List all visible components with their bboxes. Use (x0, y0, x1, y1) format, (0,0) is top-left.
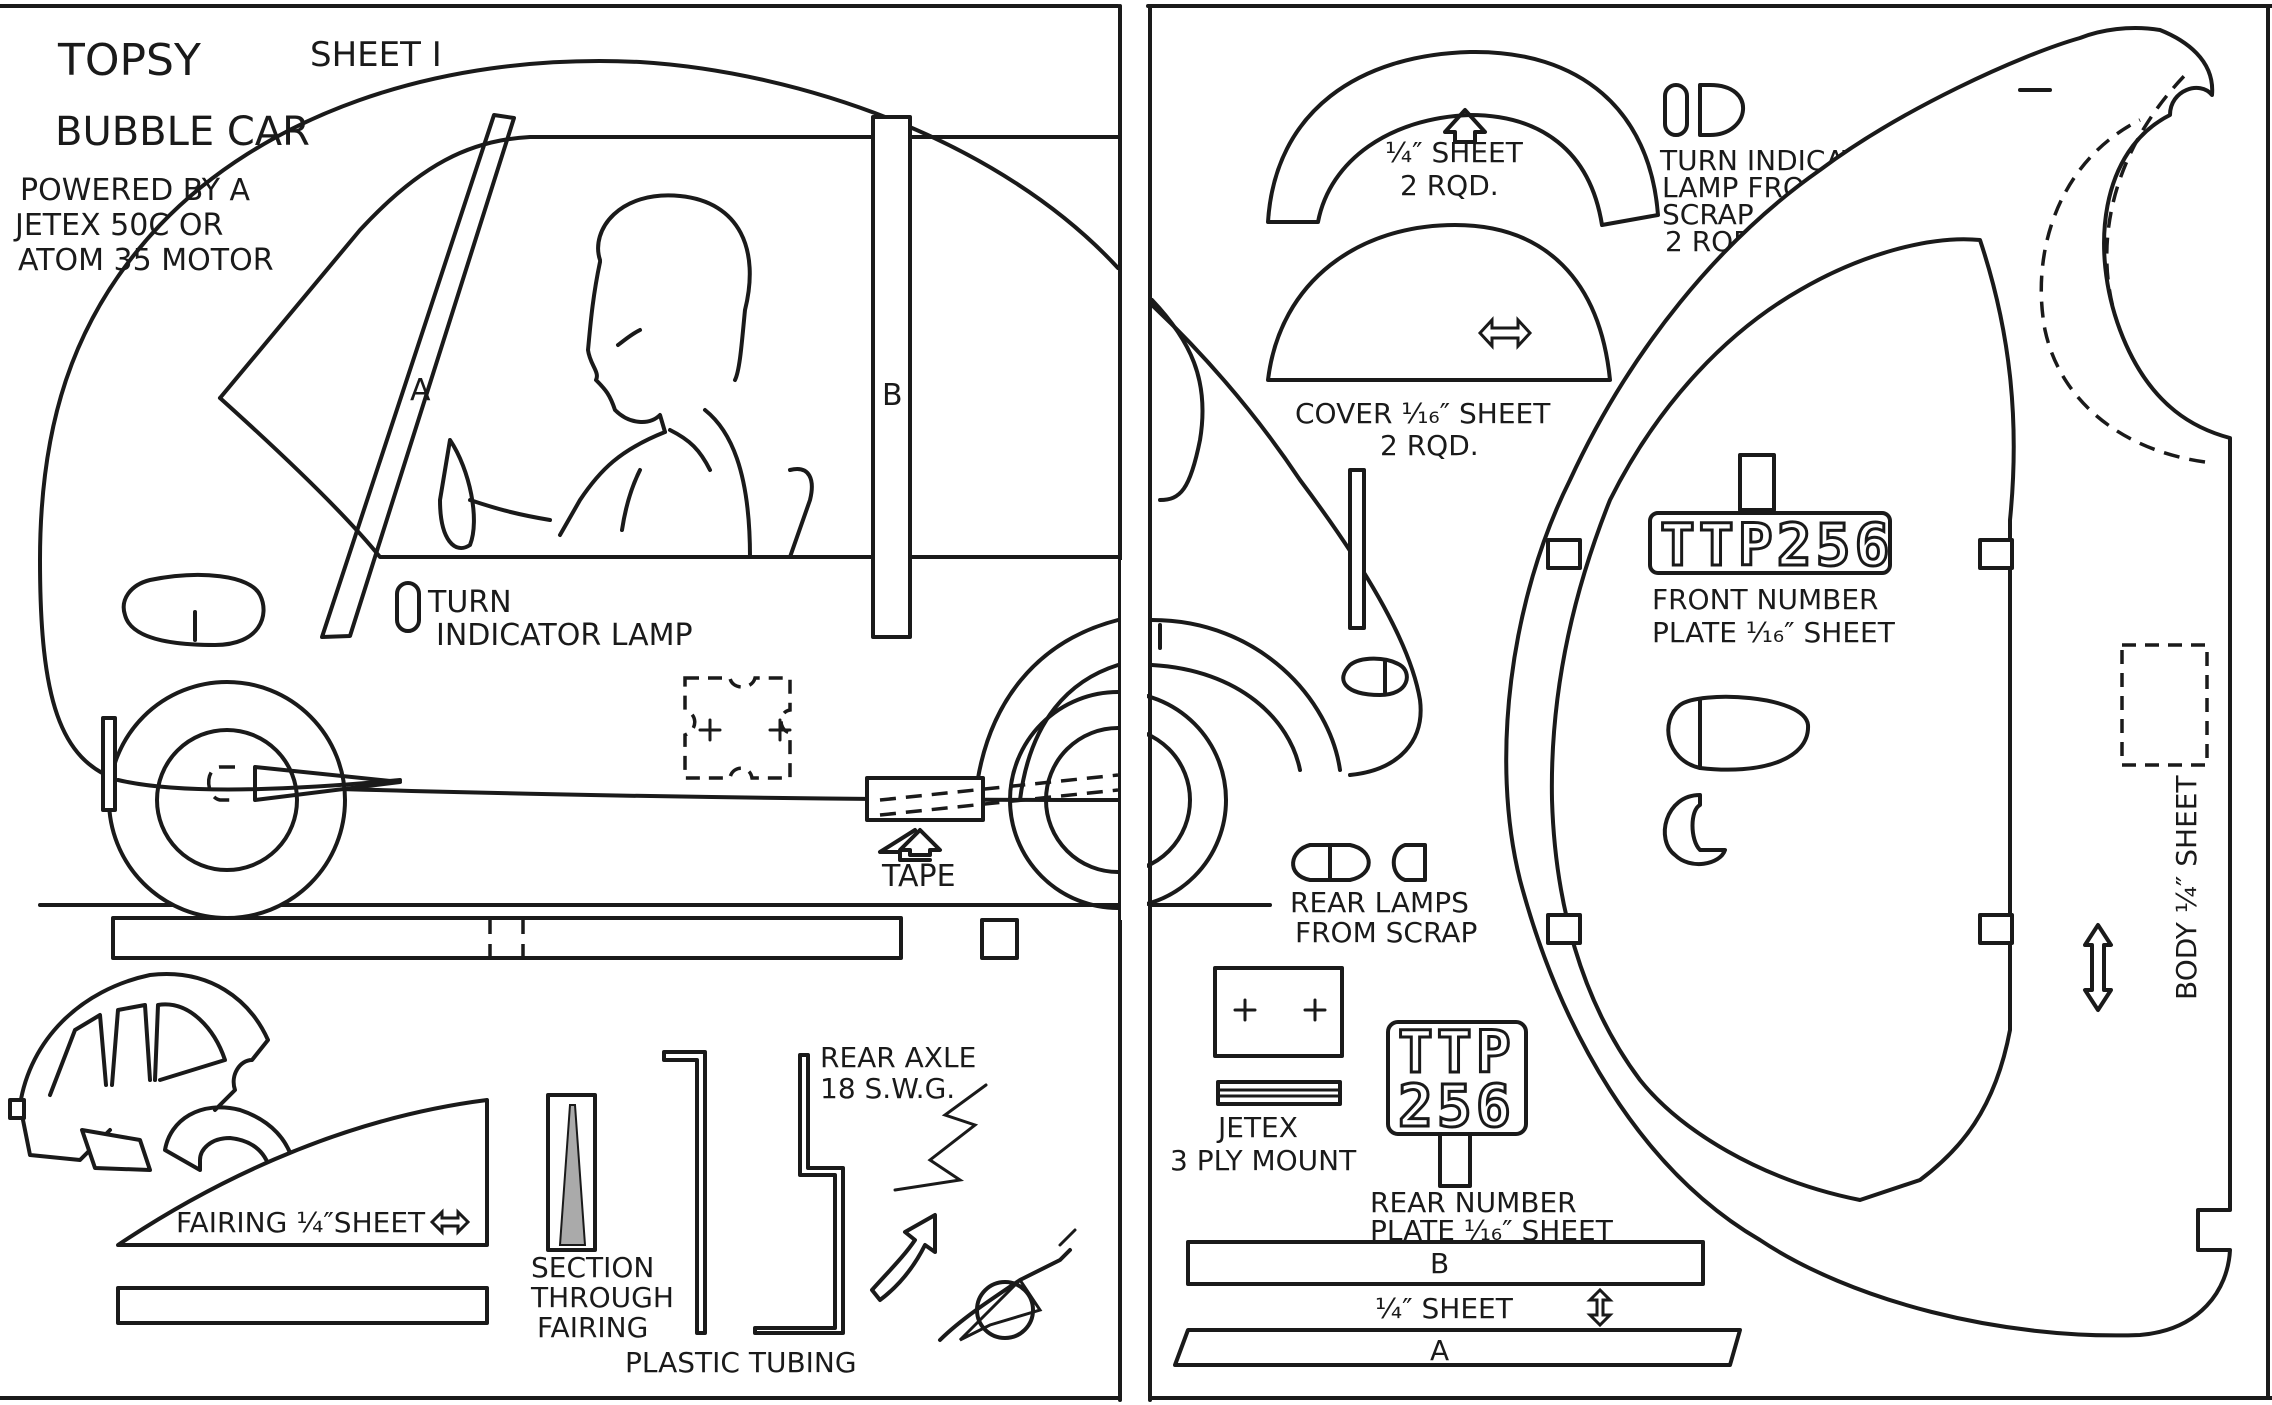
front-bumper (101, 716, 117, 812)
body-part: BODY ¼″ SHEET (1504, 26, 2232, 1338)
fairing-strip (116, 1286, 489, 1325)
section-label-2: THROUGH (530, 1281, 674, 1314)
powered-line-2: JETEX 50C OR (13, 208, 223, 243)
turn-indicator-lamp-small: TURN INDICATOR LAMP (395, 581, 693, 653)
front-wheel (107, 680, 402, 920)
rear-number-plate: TTP 256 REAR NUMBER PLATE ¹⁄₁₆″ SHEET (1370, 1017, 1614, 1248)
pillar-a: A (320, 113, 516, 639)
rear-plate-bottom: 256 (1398, 1072, 1515, 1140)
base-strip (111, 916, 1019, 960)
tape-tube: TAPE (865, 773, 1119, 894)
page-frame (0, 4, 2272, 1402)
section-label-1: SECTION (531, 1251, 654, 1284)
powered-line-3: ATOM 35 MOTOR (18, 243, 274, 278)
tubing-label: PLASTIC TUBING (625, 1346, 857, 1379)
wheel-arch-part: ¼″ SHEET 2 RQD. (1266, 49, 1660, 227)
plastic-tubing: PLASTIC TUBING (625, 1050, 857, 1379)
tape-label: TAPE (881, 859, 956, 894)
rear-lamps: REAR LAMPS FROM SCRAP (1290, 843, 1477, 949)
jetex-mount: JETEX 3 PLY MOUNT (1170, 966, 1357, 1177)
front-plate-text: TTP256 (1660, 511, 1894, 579)
antenna-strip (1348, 468, 1366, 630)
front-plate-label-1: FRONT NUMBER (1652, 583, 1879, 616)
motor-mount-part (683, 676, 792, 780)
side-lamp (121, 573, 266, 647)
assembled-car-sketch (8, 972, 297, 1172)
jetex-label-1: JETEX (1216, 1111, 1298, 1144)
axle-label-1: REAR AXLE (820, 1041, 976, 1074)
body-lamps (1662, 694, 1811, 867)
fairing-label: FAIRING ¼″SHEET (176, 1206, 426, 1239)
lamp-label-1: TURN (427, 585, 512, 620)
rear-lamps-label-2: FROM SCRAP (1295, 916, 1477, 949)
body-label: BODY ¼″ SHEET (2170, 775, 2203, 1000)
side-lamp-right (1158, 623, 1409, 697)
pillar-a-label: A (410, 373, 431, 408)
powered-line-1: POWERED BY A (20, 173, 251, 208)
rear-axle: REAR AXLE 18 S.W.G. (753, 1041, 1077, 1342)
jetex-label-2: 3 PLY MOUNT (1170, 1144, 1357, 1177)
lamp-label-2: INDICATOR LAMP (436, 618, 693, 653)
subtitle-bubble-car: BUBBLE CAR (55, 109, 310, 155)
pillar-b: B (871, 115, 912, 639)
section-label-3: FAIRING (537, 1311, 648, 1344)
sheet-number: SHEET I (310, 35, 442, 75)
front-plate-label-2: PLATE ¹⁄₁₆″ SHEET (1652, 616, 1896, 649)
indicator-label-3: SCRAP (1662, 198, 1754, 231)
strip-a-label: A (1430, 1334, 1449, 1367)
cover-part: COVER ¹⁄₁₆″ SHEET 2 RQD. (1266, 223, 1612, 462)
pillar-b-label: B (882, 378, 903, 413)
rear-plate-label-1: REAR NUMBER (1370, 1186, 1577, 1219)
rear-plate-top: TTP (1398, 1018, 1515, 1086)
driver-figure (438, 193, 814, 559)
cover-label-1: COVER ¹⁄₁₆″ SHEET (1295, 397, 1551, 430)
title-topsy: TOPSY (57, 35, 201, 86)
axle-label-2: 18 S.W.G. (820, 1072, 955, 1105)
strip-b-label: B (1430, 1247, 1449, 1280)
strip-sheet-label: ¼″ SHEET (1375, 1292, 1514, 1325)
car-body-outline (38, 59, 1423, 802)
front-number-plate: TTP256 FRONT NUMBER PLATE ¹⁄₁₆″ SHEET (1648, 510, 1896, 649)
pillar-strips: B ¼″ SHEET A (1173, 1240, 1742, 1367)
fairing-part: FAIRING ¼″SHEET (116, 1098, 489, 1247)
arch-label-2: 2 RQD. (1400, 169, 1499, 202)
cover-label-2: 2 RQD. (1380, 429, 1479, 462)
arch-label-1: ¼″ SHEET (1385, 136, 1524, 169)
rear-lamps-label-1: REAR LAMPS (1290, 886, 1469, 919)
fairing-section: SECTION THROUGH FAIRING (530, 1093, 674, 1344)
